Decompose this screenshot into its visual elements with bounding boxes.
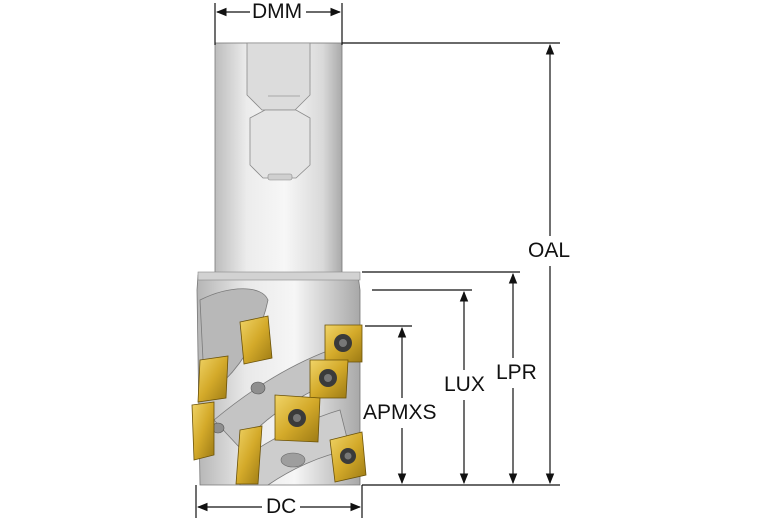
dim-lux-label: LUX	[442, 373, 487, 396]
cutter-body	[196, 271, 361, 486]
dim-oal-label: OAL	[526, 239, 573, 262]
dimension-lines	[195, 3, 560, 518]
shank	[214, 42, 343, 276]
insert-screw-4	[329, 431, 367, 483]
dim-apmxs-label: APMXS	[361, 401, 439, 424]
dim-dmm-label: DMM	[250, 0, 305, 23]
insert-screw-1	[324, 324, 363, 363]
insert-screw-2	[309, 359, 349, 399]
cutting-inserts	[191, 315, 367, 485]
dim-dc-label: DC	[264, 495, 299, 518]
dim-lpr-label: LPR	[494, 361, 539, 384]
insert-screw-3	[274, 394, 321, 443]
